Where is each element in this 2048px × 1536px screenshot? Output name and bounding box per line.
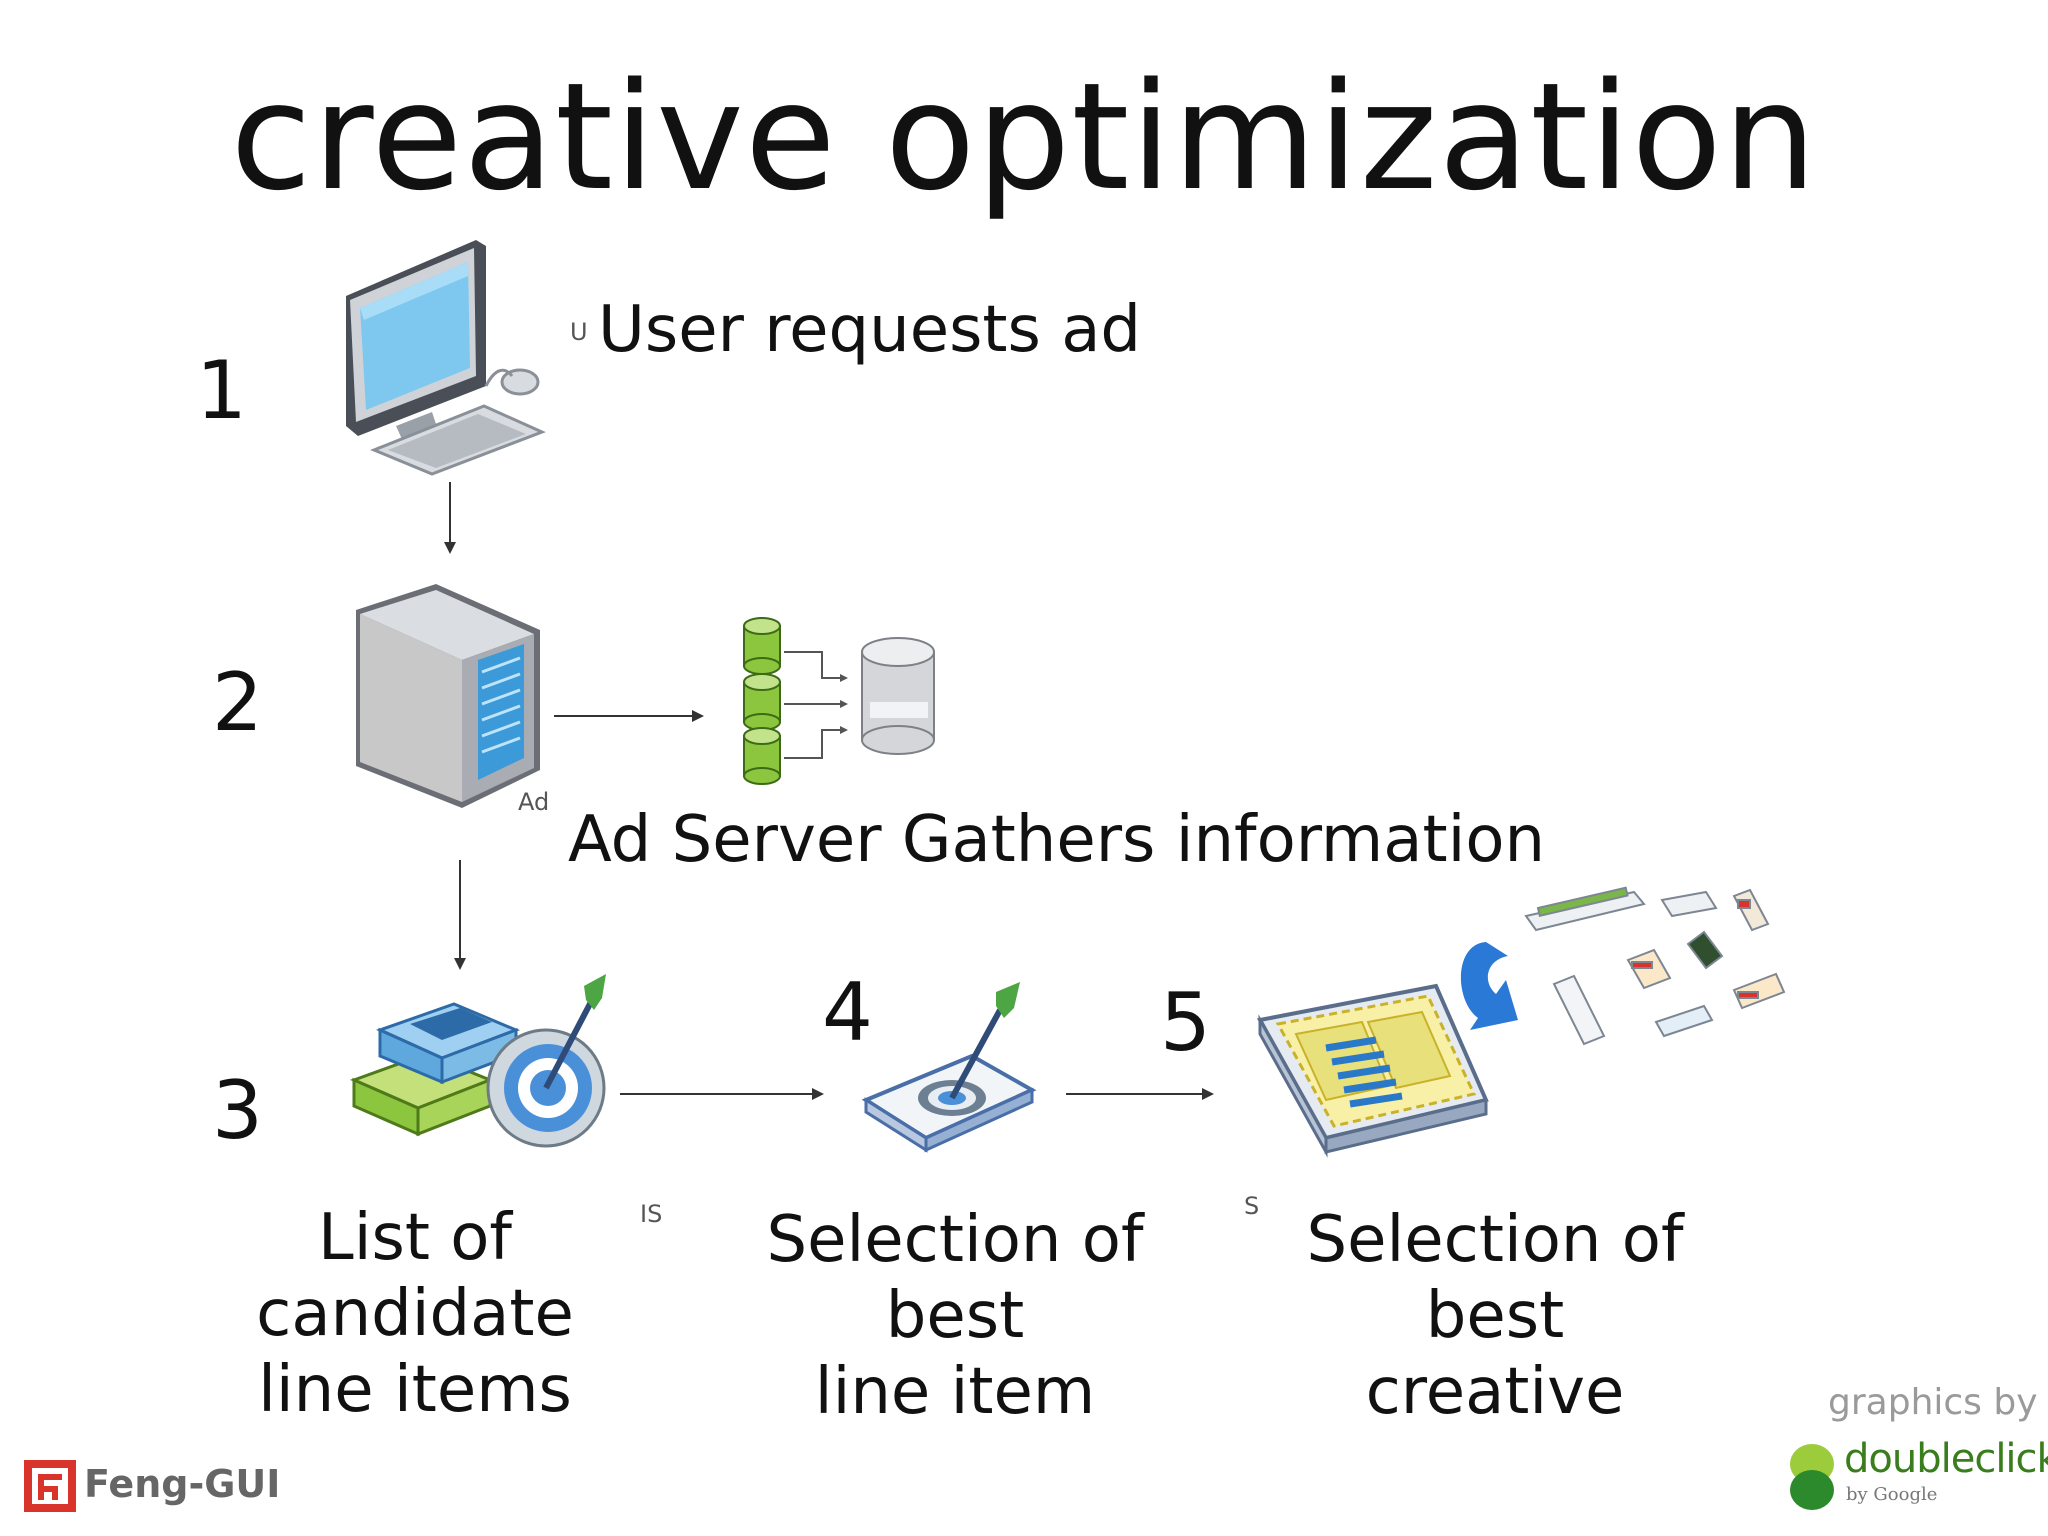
credit-graphics-by: graphics by xyxy=(1828,1382,2038,1423)
credit-brand-sub: by Google xyxy=(1846,1484,1938,1505)
watermark-text: Feng-GUI xyxy=(84,1462,281,1506)
step-label-5-line2: creative xyxy=(1365,1355,1625,1429)
feng-gui-logo xyxy=(24,1460,76,1512)
stray-mark-ad: Ad xyxy=(518,788,550,816)
slide-title: creative optimization xyxy=(230,51,1818,223)
step-number-1: 1 xyxy=(196,344,247,437)
step-label-3: List of candidate line items xyxy=(150,1200,680,1428)
stray-mark-is: IS xyxy=(640,1200,663,1228)
target-listing-icon xyxy=(349,974,606,1148)
step-label-1: User requests ad xyxy=(598,293,1142,367)
step-label-3-line1: List of candidate xyxy=(256,1201,574,1351)
step-number-3: 3 xyxy=(212,1064,263,1157)
step-label-2: Ad Server Gathers information xyxy=(568,803,1546,877)
step-label-4: Selection of best line item xyxy=(700,1202,1210,1430)
step-label-5: Selection of best creative xyxy=(1240,1202,1750,1430)
step-number-4: 4 xyxy=(822,966,873,1059)
dart-target-icon xyxy=(861,982,1037,1153)
arrow-down-icon xyxy=(444,482,456,554)
arrow-down-icon xyxy=(454,860,466,970)
ad-layout-icon xyxy=(1256,886,1786,1158)
step-label-3-line2: line items xyxy=(258,1353,572,1427)
doubleclick-logo-icon xyxy=(1790,1444,1834,1510)
arrow-right-icon xyxy=(554,710,704,722)
computer-icon xyxy=(346,240,546,476)
credit-brand: doubleclick xyxy=(1844,1436,2048,1482)
step-label-5-line1: Selection of best xyxy=(1306,1203,1684,1353)
stray-mark-s: S xyxy=(1244,1192,1260,1220)
step-label-4-line2: line item xyxy=(814,1355,1096,1429)
stray-mark-u: U xyxy=(570,318,588,346)
ad-server-icon xyxy=(356,584,540,808)
arrow-right-icon xyxy=(1066,1088,1214,1100)
step-number-5: 5 xyxy=(1160,976,1211,1069)
step-label-4-line1: Selection of best xyxy=(766,1203,1144,1353)
step-number-2: 2 xyxy=(212,656,263,749)
database-icon xyxy=(743,617,935,785)
arrow-right-icon xyxy=(620,1088,824,1100)
